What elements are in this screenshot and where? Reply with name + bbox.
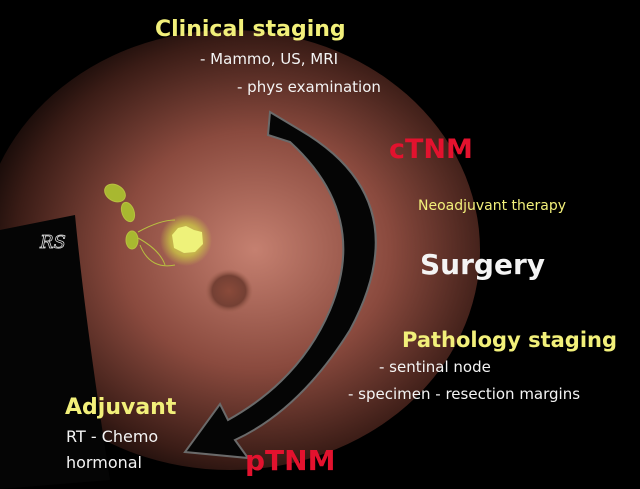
ctnm-label: cTNM (389, 134, 473, 165)
pathology-staging-item: - sentinal node (379, 358, 491, 376)
adjuvant-item: hormonal (66, 453, 142, 472)
adjuvant-heading: Adjuvant (65, 395, 177, 420)
nipple (205, 269, 253, 313)
adjuvant-item: RT - Chemo (66, 427, 159, 446)
clinical-staging-heading: Clinical staging (155, 17, 346, 42)
arm-shadow (0, 215, 110, 489)
ptnm-label: pTNM (245, 444, 336, 477)
signature-logo: RS (39, 232, 66, 253)
clinical-staging-item: - Mammo, US, MRI (200, 50, 339, 68)
neoadjuvant-label: Neoadjuvant therapy (418, 198, 567, 214)
pathology-staging-item: - specimen - resection margins (348, 385, 581, 403)
lymph-nodes (104, 183, 176, 267)
breast-shape (0, 30, 480, 470)
surgery-label: Surgery (420, 248, 546, 281)
pathology-staging-heading: Pathology staging (402, 328, 617, 352)
tumor (160, 214, 212, 266)
staging-arrow (183, 110, 377, 460)
clinical-staging-item: - phys examination (237, 78, 381, 96)
